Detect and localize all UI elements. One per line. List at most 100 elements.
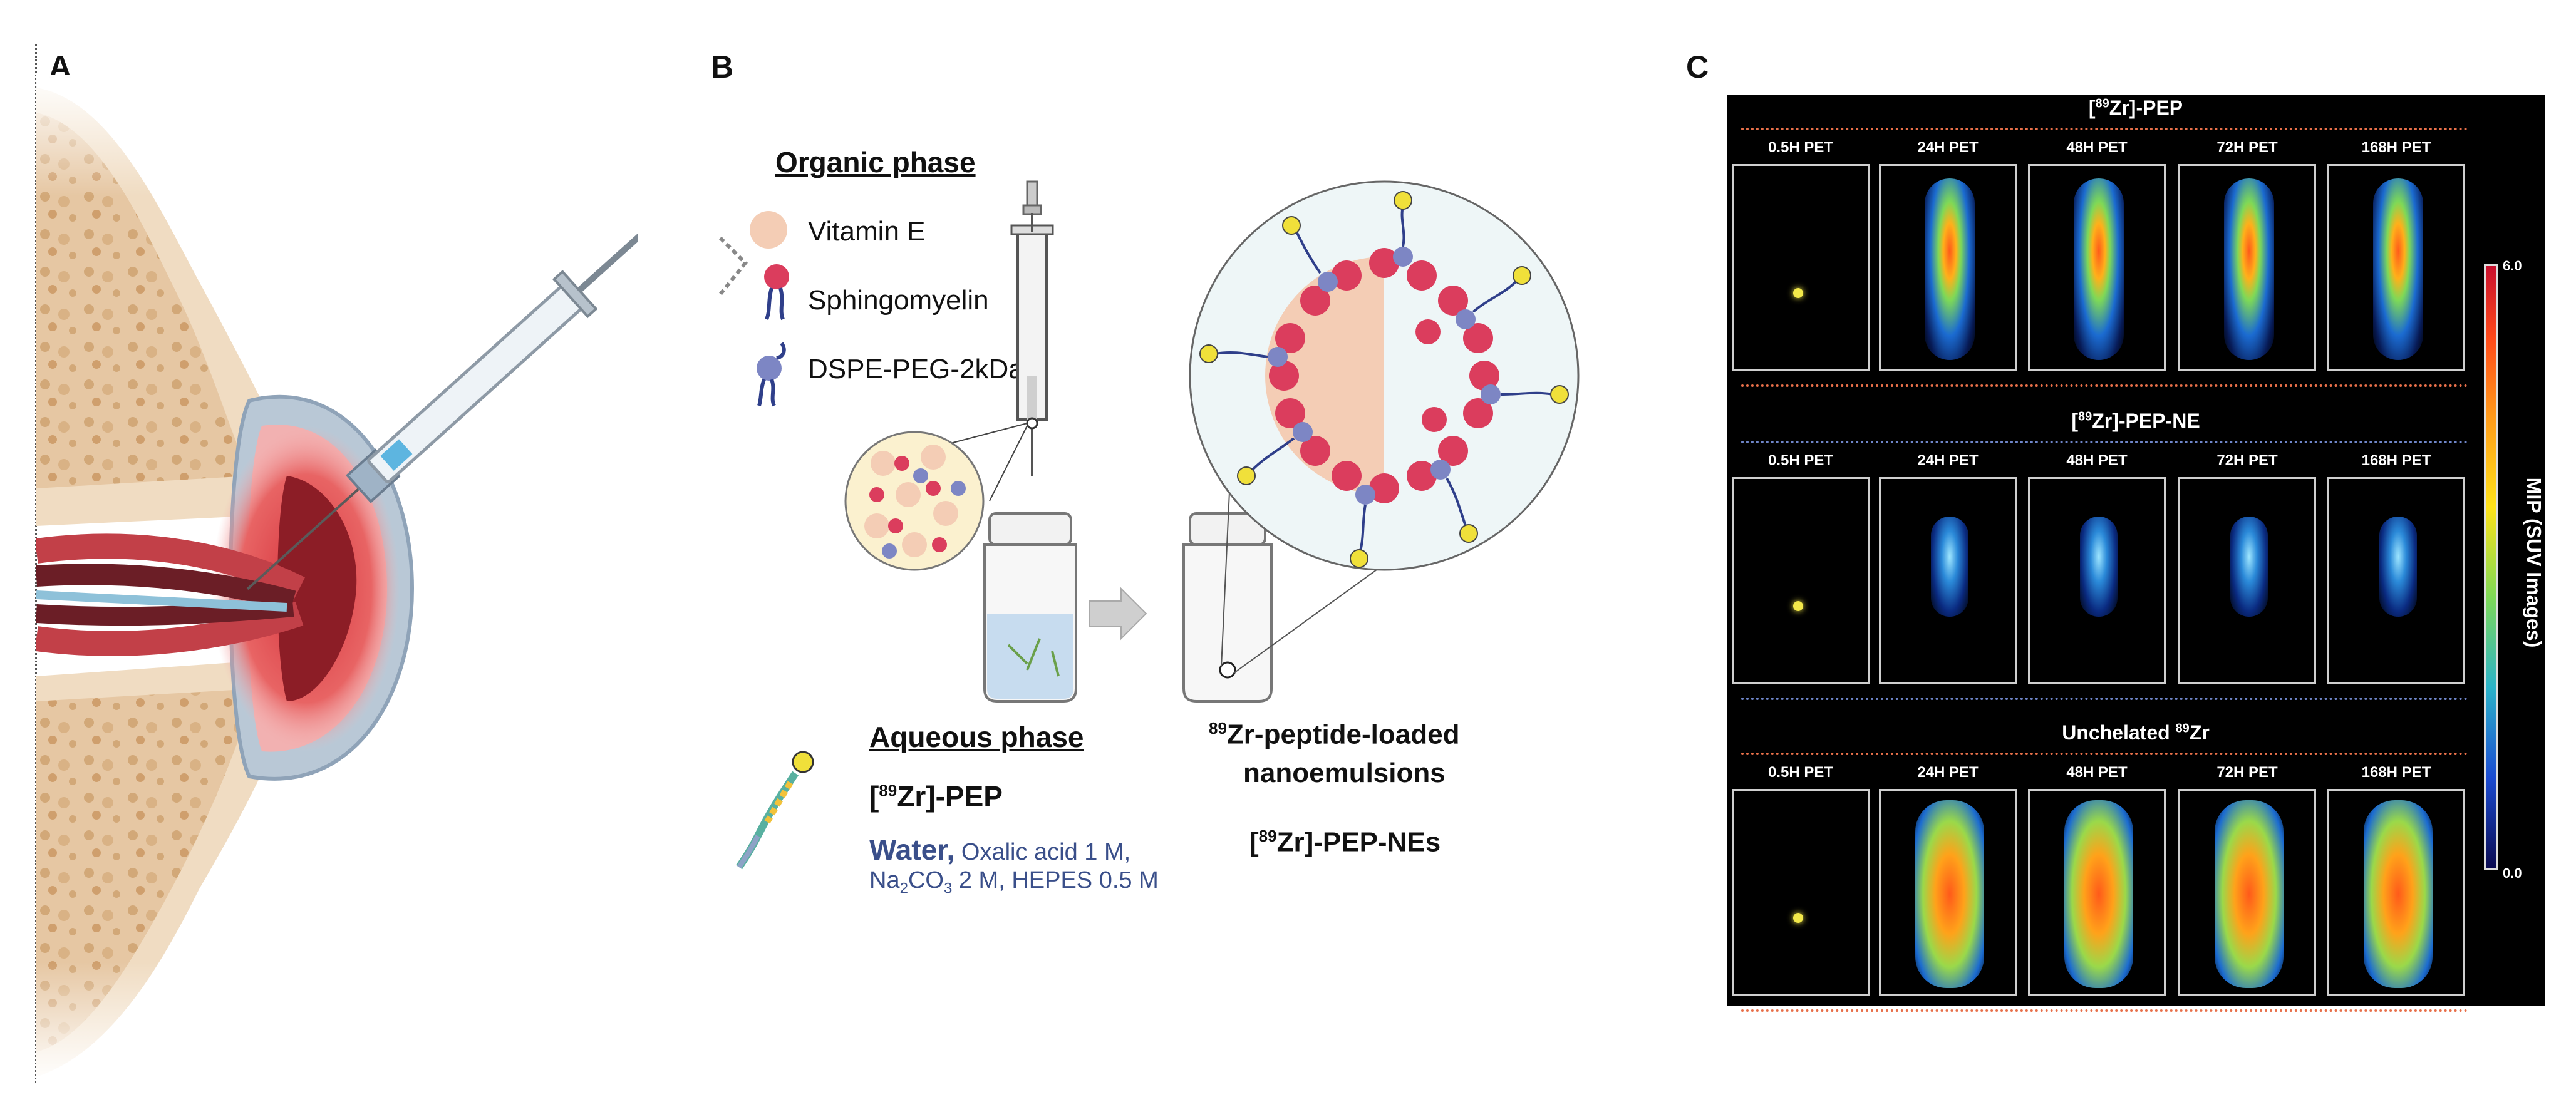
panel-label-b: B: [711, 49, 734, 85]
pet-timepoint-label: 168H PET: [2361, 139, 2431, 156]
pet-scan-image: [2327, 789, 2465, 996]
colorbar-min-label: 0.0: [2503, 865, 2522, 881]
water-composition-line1: Water, Oxalic acid 1 M,: [869, 833, 1130, 867]
pet-signal: [2215, 800, 2284, 988]
na-rest: 2 M, HEPES 0.5 M: [952, 867, 1159, 893]
pet-timepoint-label: 72H PET: [2216, 764, 2278, 781]
water-rest: Oxalic acid 1 M,: [961, 839, 1131, 865]
pet-section-title-post: Zr: [2189, 721, 2210, 744]
nanoemulsion-code-label: [89Zr]-PEP-NEs: [1249, 826, 1441, 858]
pet-section-title-pre: Unchelated: [2062, 721, 2176, 744]
pet-scan-image: [1732, 789, 1870, 996]
pet-section-divider: [1741, 128, 2468, 130]
joint-injection-illustration: [36, 75, 638, 1083]
pet-signal: [2364, 800, 2433, 988]
pet-timepoint-label: 24H PET: [1917, 452, 1979, 469]
pet-timepoint-label: 0.5H PET: [1767, 764, 1834, 781]
co-sub: 3: [943, 880, 953, 897]
water-word: Water,: [869, 833, 955, 866]
pet-scan-image: [1732, 477, 1870, 684]
pet-scan-image: [2028, 164, 2166, 371]
nanoemulsion-caption-line1: 89Zr-peptide-loaded: [1209, 719, 1459, 751]
pet-scan-image: [1732, 164, 1870, 371]
organic-phase-heading: Organic phase: [775, 146, 976, 178]
pet-section-title-sup: 89: [2175, 721, 2190, 736]
pet-signal: [2080, 517, 2118, 617]
pet-signal: [1931, 517, 1968, 617]
ne-code-post: Zr]-PEP-NEs: [1276, 826, 1441, 858]
pet-section-title-sup: 89: [2077, 409, 2092, 424]
panel-label-c: C: [1686, 49, 1709, 85]
pet-section-divider: [1741, 441, 2468, 443]
pet-section-title: [89Zr]-PEP-NE: [1729, 409, 2543, 433]
pet-timepoint-label: 168H PET: [2361, 452, 2431, 469]
na-text: Na: [869, 867, 900, 893]
pep-label: [89Zr]-PEP: [869, 780, 1003, 813]
water-composition-line2: Na2CO3 2 M, HEPES 0.5 M: [869, 867, 1159, 898]
pet-scan-image: [2327, 477, 2465, 684]
pet-section-title: [89Zr]-PEP: [1729, 96, 2543, 120]
left-dotted-border: [35, 44, 37, 1083]
legend-sphingomyelin-label: Sphingomyelin: [808, 285, 989, 316]
pep-label-pre: [: [869, 780, 879, 813]
legend-dspe-peg-label: DSPE-PEG-2kDa: [808, 354, 1024, 384]
colorbar-max-label: 6.0: [2503, 258, 2522, 274]
aqueous-phase-heading: Aqueous phase: [869, 721, 1084, 753]
pet-signal: [1915, 800, 1984, 988]
pet-signal: [2230, 517, 2268, 617]
pet-scan-image: [1879, 789, 2017, 996]
pet-scan-image: [1879, 477, 2017, 684]
pet-timepoint-label: 72H PET: [2216, 452, 2278, 469]
pet-scan-image: [2327, 164, 2465, 371]
pet-scan-image: [2178, 789, 2316, 996]
pep-label-post: Zr]-PEP: [897, 780, 1003, 813]
pet-section-divider: [1741, 753, 2468, 755]
pet-scan-image: [2178, 164, 2316, 371]
pet-scan-image: [2028, 789, 2166, 996]
pet-section-title: Unchelated 89Zr: [1729, 721, 2543, 744]
ne-line1: Zr-peptide-loaded: [1226, 719, 1460, 750]
nanoemulsion-caption-line2: nanoemulsions: [1243, 758, 1446, 788]
pet-section-bottom-divider: [1741, 1009, 2468, 1012]
colorbar-title: MIP (SUV Images): [2522, 477, 2545, 648]
pet-timepoint-label: 168H PET: [2361, 764, 2431, 781]
pet-timepoint-label: 0.5H PET: [1767, 452, 1834, 469]
pet-signal: [2064, 800, 2133, 988]
pet-signal: [1793, 601, 1803, 611]
pet-section-bottom-divider: [1741, 384, 2468, 387]
syringe-icon: [246, 201, 638, 590]
legend-sphingomyelin-icon: [718, 236, 789, 321]
pet-timepoint-label: 0.5H PET: [1767, 139, 1834, 156]
pet-signal: [1793, 288, 1803, 298]
pet-timepoint-label: 48H PET: [2066, 452, 2128, 469]
pet-signal: [1793, 913, 1803, 923]
pet-scan-image: [2178, 477, 2316, 684]
pet-section-title-post: Zr]-PEP-NE: [2092, 409, 2200, 432]
pet-signal: [2379, 517, 2417, 617]
pet-section-title-post: Zr]-PEP: [2109, 96, 2183, 119]
pet-section-title-pre: [: [2071, 409, 2078, 432]
nanoemulsion-preparation-diagram: [844, 180, 1580, 703]
ne-code-sup: 89: [1258, 826, 1277, 845]
pet-signal: [2373, 178, 2423, 360]
legend-vitamin-e-label: Vitamin E: [808, 216, 926, 247]
pet-section-title-pre: [: [2088, 96, 2096, 119]
pet-timepoint-label: 48H PET: [2066, 764, 2128, 781]
pet-timepoint-label: 24H PET: [1917, 139, 1979, 156]
legend-dspe-peg-icon: [757, 342, 786, 407]
legend-vitamin-e-icon: [750, 211, 787, 249]
ne-code-pre: [: [1249, 826, 1259, 858]
pet-timepoint-label: 24H PET: [1917, 764, 1979, 781]
na-sub: 2: [899, 880, 908, 897]
pet-signal: [2224, 178, 2274, 360]
pet-signal: [2074, 178, 2124, 360]
pep-peptide-icon: [736, 751, 814, 870]
pep-label-sup: 89: [879, 781, 897, 800]
pet-section-title-sup: 89: [2095, 96, 2109, 111]
pet-timepoint-label: 72H PET: [2216, 139, 2278, 156]
ne-sup: 89: [1209, 719, 1227, 738]
colorbar: [2484, 264, 2498, 870]
pet-scan-image: [1879, 164, 2017, 371]
co-text: CO: [908, 867, 944, 893]
pet-signal: [1925, 178, 1975, 360]
